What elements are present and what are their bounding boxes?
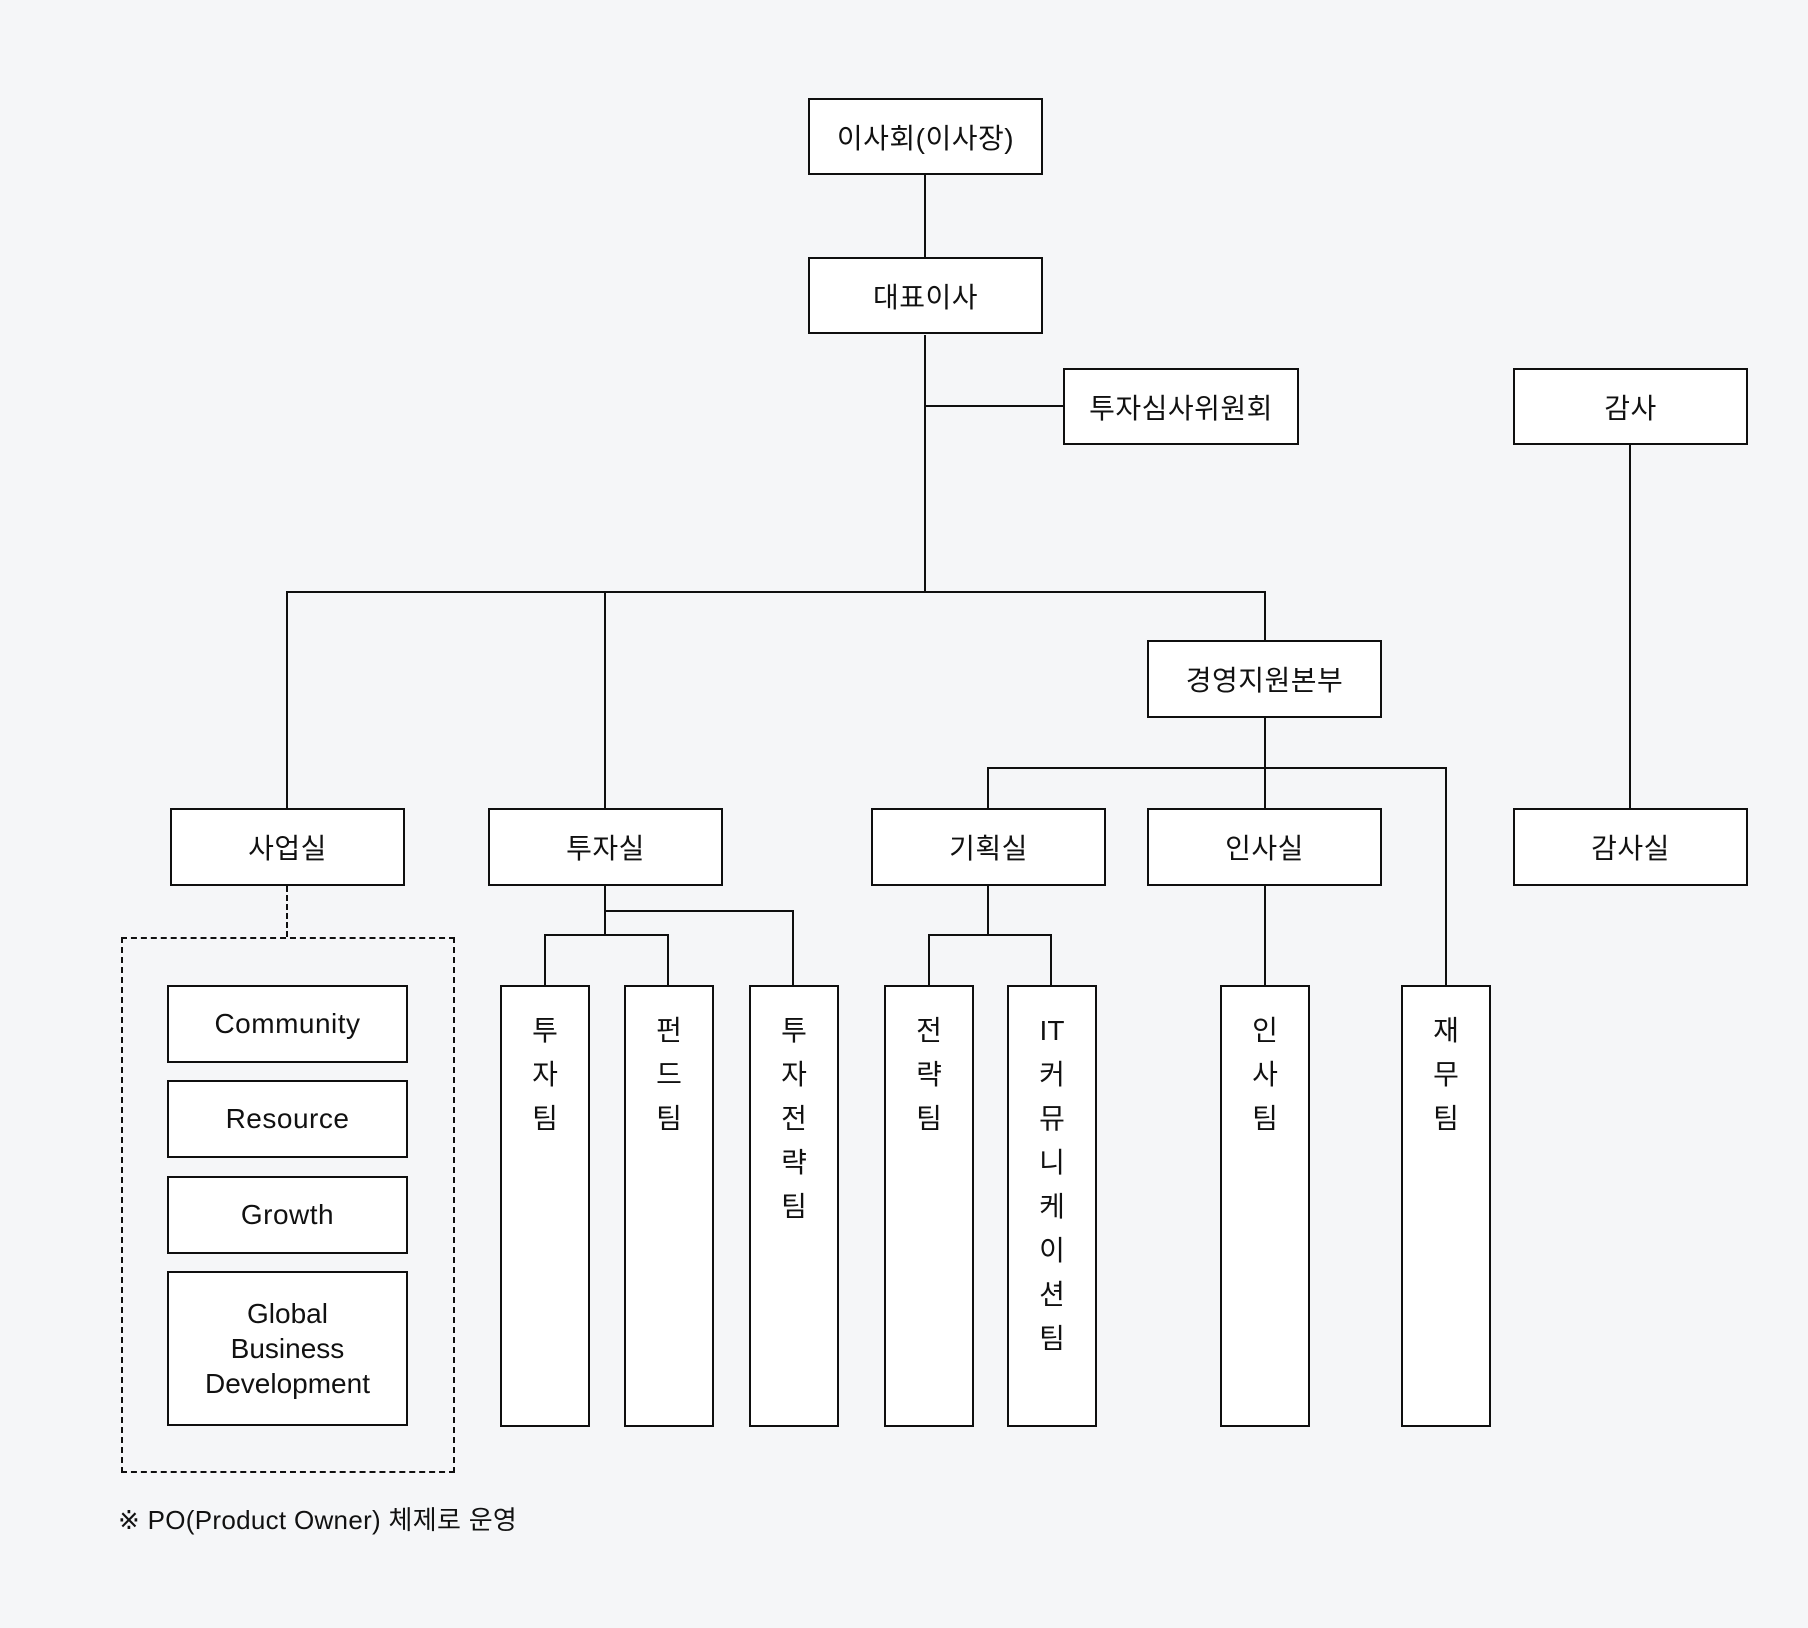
node-po-community: Community: [167, 985, 408, 1063]
node-investment-committee: 투자심사위원회: [1063, 368, 1299, 445]
connector-drop-fund-team: [667, 934, 669, 985]
connector-drop-business-office: [286, 591, 288, 808]
node-fund-team: 펀 드 팀: [624, 985, 714, 1427]
node-audit-office: 감사실: [1513, 808, 1748, 886]
node-investment-team: 투 자 팀: [500, 985, 590, 1427]
connector-drop-strategy-team: [928, 934, 930, 985]
node-board: 이사회(이사장): [808, 98, 1043, 175]
node-po-growth: Growth: [167, 1176, 408, 1254]
node-strategy-team: 전 략 팀: [884, 985, 974, 1427]
connector-drop-investment-office: [604, 591, 606, 808]
po-footnote: ※ PO(Product Owner) 체제로 운영: [118, 1505, 518, 1535]
connector-investment-branch-left: [544, 934, 669, 936]
node-ceo: 대표이사: [808, 257, 1043, 334]
connector-drop-it-communication-team: [1050, 934, 1052, 985]
connector-drop-investment-team: [544, 934, 546, 985]
node-finance-team: 재 무 팀: [1401, 985, 1491, 1427]
node-it-communication-team: IT 커 뮤 니 케 이 션 팀: [1007, 985, 1097, 1427]
node-po-resource: Resource: [167, 1080, 408, 1158]
node-hr-office: 인사실: [1147, 808, 1382, 886]
connector-board-ceo: [924, 175, 926, 257]
connector-investment-branch-right: [604, 910, 794, 912]
connector-mgmt-hq-down: [1264, 718, 1266, 768]
node-management-support-hq: 경영지원본부: [1147, 640, 1382, 718]
node-investment-office: 투자실: [488, 808, 723, 886]
po-group-frame: [121, 937, 455, 1473]
connector-drop-investment-strategy-team: [792, 910, 794, 985]
connector-planning-office-down: [987, 886, 989, 934]
connector-business-office-dashed: [286, 886, 288, 937]
connector-auditor-audit-office: [1629, 445, 1631, 808]
node-po-global-business-development: Global Business Development: [167, 1271, 408, 1426]
connector-investment-committee: [925, 405, 1063, 407]
connector-sub-branch: [988, 767, 1447, 769]
node-business-office: 사업실: [170, 808, 405, 886]
connector-drop-planning-office: [987, 767, 989, 808]
node-hr-team: 인 사 팀: [1220, 985, 1310, 1427]
connector-ceo-trunk: [924, 335, 926, 592]
connector-main-branch: [287, 591, 1266, 593]
node-investment-strategy-team: 투 자 전 략 팀: [749, 985, 839, 1427]
connector-drop-finance-team: [1445, 767, 1447, 985]
connector-drop-mgmt-hq: [1264, 591, 1266, 640]
node-auditor: 감사: [1513, 368, 1748, 445]
connector-planning-branch: [928, 934, 1052, 936]
connector-drop-hr-office: [1264, 767, 1266, 808]
node-planning-office: 기획실: [871, 808, 1106, 886]
connector-hr-office-hr-team: [1264, 886, 1266, 985]
